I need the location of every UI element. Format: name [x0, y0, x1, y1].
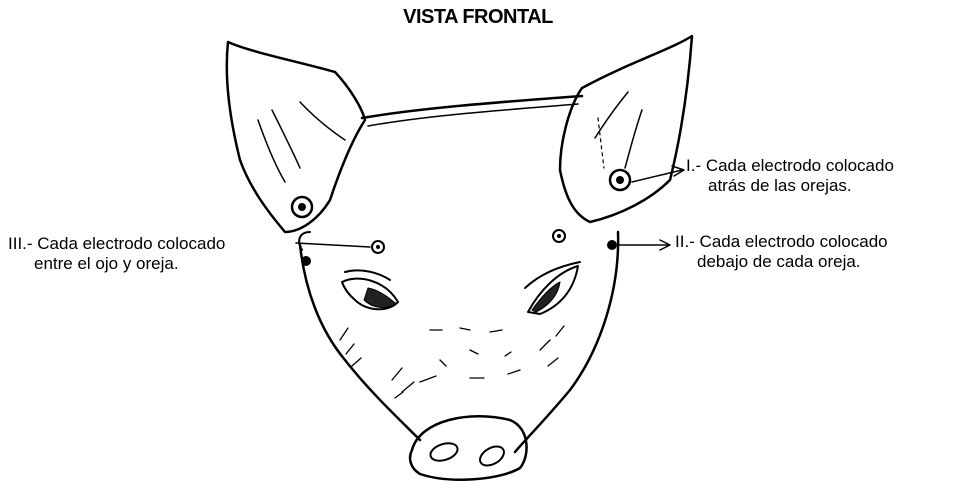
- annotation-ii: II.- Cada electrodo colocado debajo de c…: [675, 232, 888, 272]
- right-ear-outline: [560, 36, 692, 222]
- forehead-line-inner: [368, 104, 578, 126]
- left-eye-pupil: [364, 288, 396, 307]
- annotation-i-line2: atrás de las orejas.: [686, 176, 894, 196]
- electrode-i-right: [610, 170, 630, 190]
- face-wrinkles: [340, 326, 564, 398]
- snout-outline: [410, 416, 527, 479]
- annotation-ii-line2: debajo de cada oreja.: [675, 252, 888, 272]
- annotation-iii-line1: III.- Cada electrodo colocado: [8, 234, 225, 253]
- face-left-cheek: [299, 232, 310, 250]
- annotation-i-line1: I.- Cada electrodo colocado: [686, 156, 894, 175]
- electrode-ii-left: [301, 256, 311, 266]
- annotation-iii-line2: entre el ojo y oreja.: [8, 254, 225, 274]
- arrow-ii: [618, 240, 670, 250]
- arrow-i: [632, 166, 684, 182]
- electrode-ii-right: [607, 240, 617, 250]
- right-ear-fold-1: [625, 110, 642, 168]
- electrode-i-left: [292, 197, 312, 217]
- face-left-outline: [300, 245, 420, 440]
- left-nostril: [428, 440, 460, 464]
- diagram-title: VISTA FRONTAL: [0, 6, 956, 29]
- electrode-iii-left: [372, 241, 384, 253]
- annotation-ii-line1: II.- Cada electrodo colocado: [675, 232, 888, 251]
- right-nostril: [477, 443, 508, 470]
- leader-line-iii: [296, 243, 370, 247]
- annotation-iii: III.- Cada electrodo colocado entre el o…: [8, 234, 225, 274]
- left-ear-fold-3: [300, 102, 345, 140]
- left-ear-outline: [227, 42, 365, 232]
- left-ear-fold-2: [272, 110, 300, 168]
- annotation-i: I.- Cada electrodo colocado atrás de las…: [686, 156, 894, 196]
- electrode-iii-right: [553, 230, 565, 242]
- right-ear-fold-2: [595, 92, 628, 138]
